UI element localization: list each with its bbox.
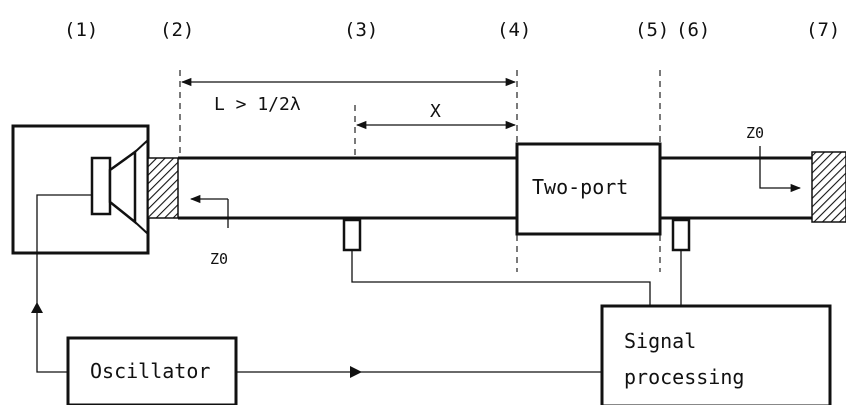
- position-label-4: (4): [497, 19, 531, 41]
- position-label-5: (5): [635, 19, 669, 41]
- oscillator-to-speaker-line: [36, 194, 92, 373]
- source-impedance-label: Z0: [210, 250, 228, 268]
- position-label-6: (6): [676, 19, 710, 41]
- microphone-1-cable: [351, 250, 651, 306]
- signal-processing-block: [600, 304, 832, 405]
- microphone-icon: [342, 218, 362, 252]
- termination-impedance-arrow: [759, 146, 802, 193]
- termination-absorber-hatch: [811, 151, 846, 223]
- distance-dimension-label: X: [430, 101, 441, 122]
- two-port-label: Two-port: [532, 175, 628, 199]
- length-dimension-label: L > 1/2λ: [214, 94, 301, 115]
- termination-impedance-label: Z0: [746, 124, 764, 142]
- signal-processing-label-line1: Signal: [624, 329, 696, 353]
- position-label-7: (7): [806, 19, 840, 41]
- loudspeaker-icon: [90, 139, 149, 235]
- source-absorber-hatch: [147, 157, 179, 219]
- microphone-icon: [671, 218, 691, 252]
- signal-arrow-head: [350, 366, 362, 378]
- signal-processing-label-line2: processing: [624, 365, 744, 389]
- oscillator-label: Oscillator: [90, 359, 210, 383]
- position-label-3: (3): [344, 19, 378, 41]
- feed-arrow-head: [31, 302, 43, 313]
- position-label-2: (2): [160, 19, 194, 41]
- two-port-block: [515, 142, 662, 236]
- position-label-1: (1): [64, 19, 98, 41]
